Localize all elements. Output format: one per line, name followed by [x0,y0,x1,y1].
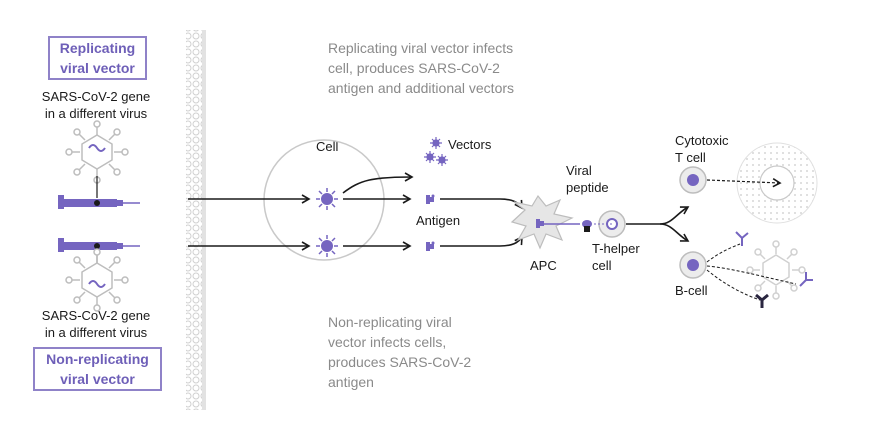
apc-antigen-icon [536,219,544,228]
viral-peptide-line2: peptide [566,180,609,195]
non-replicating-title-line1: Non-replicating [46,351,149,367]
viral-peptide-icon [582,220,592,232]
bottom-virus-icon [65,248,129,312]
apc-label: APC [530,258,557,273]
cell-label: Cell [316,139,339,154]
cell-virus-top-icon [316,188,338,210]
vectors-label: Vectors [448,137,492,152]
cytotoxic-label: Cytotoxic T cell [675,132,728,166]
t-helper-line1: T-helper [592,241,640,256]
top-virus-icon [65,120,129,184]
replicating-description-line3: antigen and additional vectors [328,80,515,96]
antibody-dark-icon [755,293,769,308]
replicating-description-line2: cell, produces SARS-CoV-2 [328,60,500,76]
non-replicating-title-box: Non-replicating viral vector [33,347,162,391]
antigen-top-icon [426,194,435,204]
cytotoxic-line1: Cytotoxic [675,133,729,148]
replicating-gene-caption: SARS-CoV-2 gene in a different virus [35,88,157,122]
viral-peptide-line1: Viral [566,163,592,178]
cell-circle [263,139,385,261]
neutralized-virus-icon [746,240,806,300]
non-replicating-gene-caption: SARS-CoV-2 gene in a different virus [35,307,157,341]
non-replicating-gene-line2: in a different virus [44,325,148,340]
replicating-title-line1: Replicating [59,40,136,56]
b-cell-icon [679,251,707,279]
cytotoxic-dotted-arrow [706,178,782,188]
replicating-title-box: Replicating viral vector [48,36,147,80]
non-replicating-gene-line1: SARS-CoV-2 gene [41,308,151,323]
replicating-gene-line1: SARS-CoV-2 gene [41,89,151,104]
branch-down-arrow [659,223,690,242]
replicating-description: Replicating viral vector infects cell, p… [328,38,514,98]
antigen-bottom-to-apc-arrow [440,235,523,247]
top-syringe-icon [58,195,140,209]
antibody-paths [706,243,797,301]
non-replicating-description-line4: antigen [328,374,374,390]
b-cell-label: B-cell [675,283,708,298]
non-replicating-title-line2: viral vector [60,371,135,387]
non-replicating-description: Non-replicating viral vector infects cel… [328,312,471,392]
viral-peptide-label: Viral peptide [566,162,609,196]
bottom-syringe-icon [58,238,140,252]
antigen-label: Antigen [416,213,461,228]
antigen-top-to-apc-arrow [440,198,523,210]
cytotoxic-t-cell-icon [679,166,707,194]
vectors-icon [424,137,448,166]
antigen-bottom-icon [426,241,435,251]
membrane-band [186,30,204,410]
t-helper-label: T-helper cell [592,240,640,274]
to-vectors-arrow [342,172,414,194]
cytotoxic-line2: T cell [675,150,706,165]
replicating-gene-line2: in a different virus [44,106,148,121]
replicating-description-line1: Replicating viral vector infects [328,40,514,56]
antibody-icons [735,231,813,287]
non-replicating-description-line1: Non-replicating viral [328,314,452,330]
non-replicating-description-line3: produces SARS-CoV-2 [328,354,472,370]
non-replicating-description-line2: vector infects cells, [328,334,447,350]
t-helper-line2: cell [592,258,612,273]
replicating-title-line2: viral vector [60,60,135,76]
branch-up-arrow [626,206,690,225]
cell-virus-bottom-icon [316,235,338,257]
